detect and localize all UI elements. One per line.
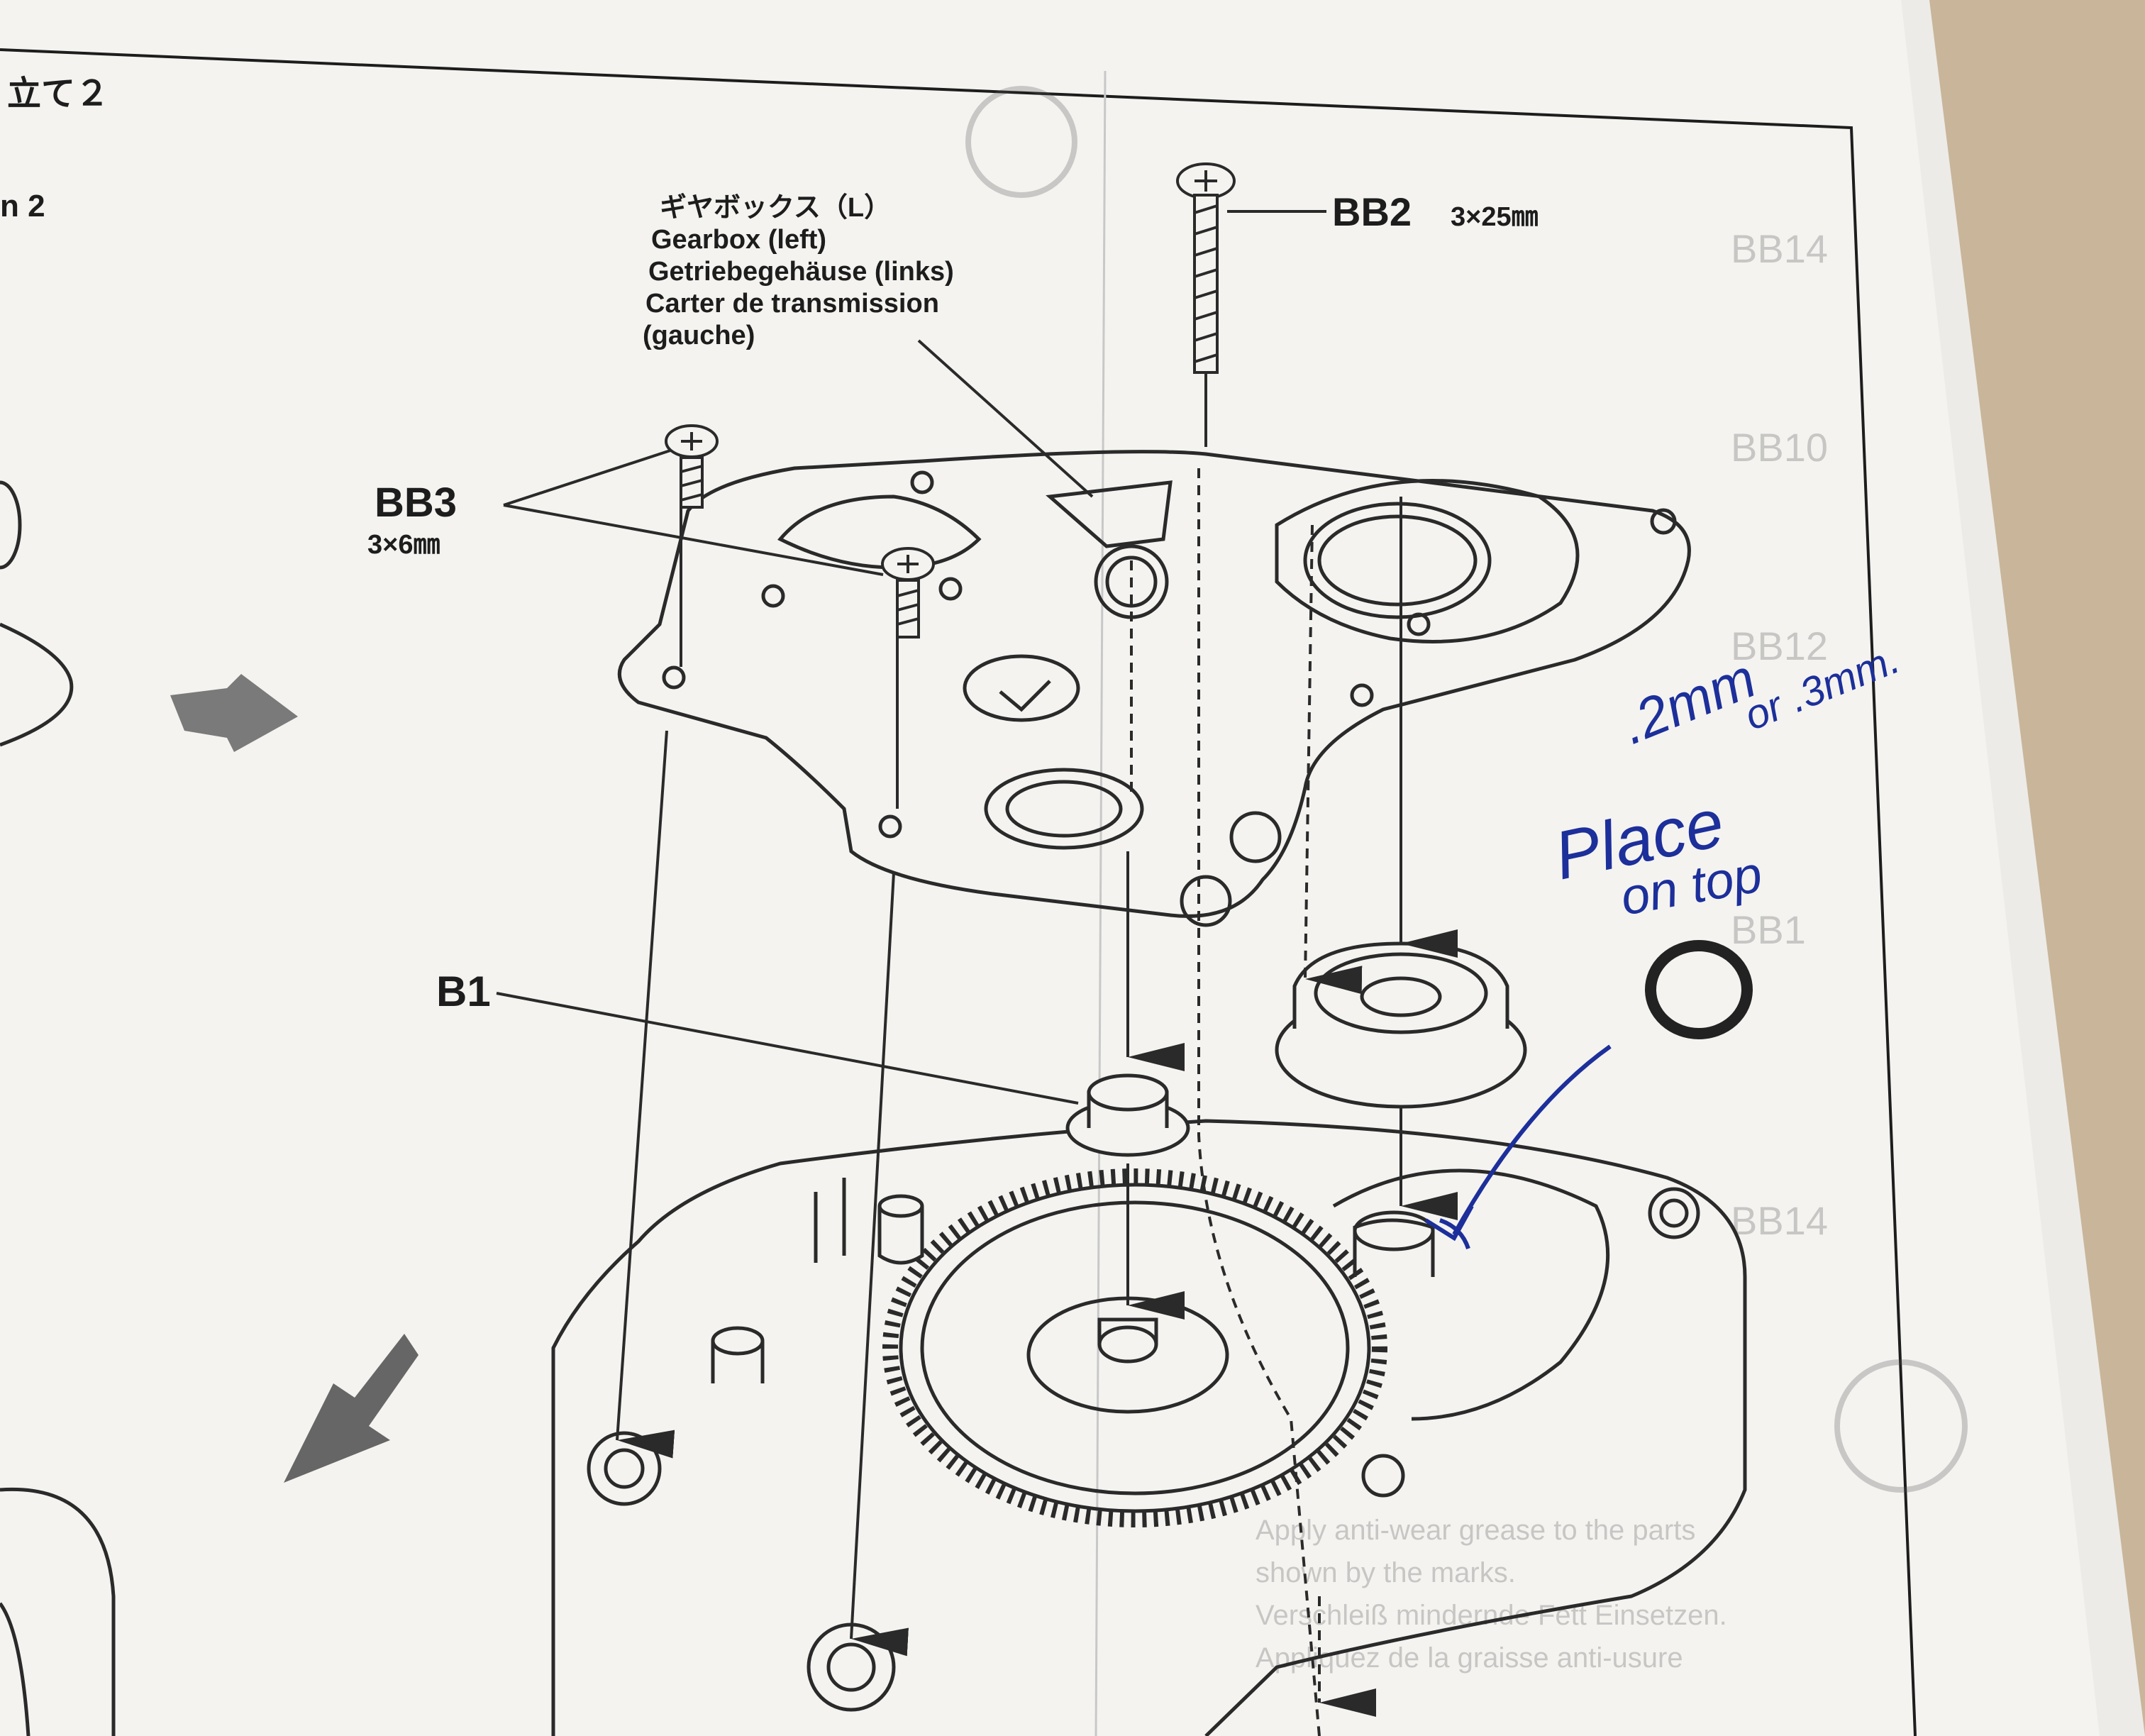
bg-text-line-1: Apply anti-wear grease to the parts — [1256, 1515, 1695, 1546]
leader-bb3-a — [503, 449, 671, 507]
direction-arrow-right — [170, 674, 298, 752]
gearbox-label-jp: ギヤボックス（L） — [660, 193, 891, 223]
b1-bearing — [1065, 1073, 1190, 1157]
gearbox-plate — [617, 450, 1691, 927]
bb3-size: 3×6㎜ — [367, 530, 440, 560]
page-frame — [0, 48, 1917, 1736]
header-title-fragment: 立て２ — [7, 75, 109, 113]
gearbox-label-fr: Carter de transmission — [645, 289, 939, 319]
arrow-side-dashed — [1304, 524, 1363, 995]
assembly-lines — [496, 210, 1458, 1736]
bb2-code: BB2 — [1332, 189, 1412, 234]
column-divider — [1094, 70, 1107, 1736]
direction-arrow-down-left — [284, 1334, 419, 1483]
left-cropped-parts — [0, 480, 116, 1736]
arrow-bb3-left — [616, 730, 675, 1459]
header-subtitle-fragment: n 2 — [0, 189, 45, 223]
leader-gearbox — [917, 339, 1094, 498]
shim-washer — [1645, 940, 1753, 1039]
gearbox-label-de: Getriebegehäuse (links) — [648, 257, 954, 287]
leader-bb3-b — [503, 504, 884, 576]
callout-gearbox: ギヤボックス（L） Gearbox (left) Getriebegehäuse… — [643, 193, 954, 350]
bg-text-line-4: Appliquez de la graisse anti-usure — [1256, 1642, 1683, 1674]
bb2-screw — [1176, 162, 1236, 374]
top-flanged-bearing — [1275, 941, 1527, 1109]
bg-text-line-2: shown by the marks. — [1256, 1557, 1516, 1588]
spur-gear-teeth — [882, 1168, 1387, 1527]
arrow-bb3-right — [850, 872, 909, 1657]
gearbox-label-en: Gearbox (left) — [651, 225, 826, 255]
handwritten-arrow — [1424, 1044, 1612, 1250]
gearbox-housing — [551, 1119, 1747, 1736]
background-text-layer: Apply anti-wear grease to the parts show… — [965, 86, 1968, 1674]
bg-step-circle — [965, 86, 1077, 198]
gearbox-label-fr2: (gauche) — [643, 321, 755, 350]
bb3-code: BB3 — [375, 480, 457, 526]
cropped-bearing — [0, 480, 22, 570]
bg-text-line-3: Verschleiß mindernde Fett Einsetzen. — [1256, 1600, 1727, 1631]
bb3-screw-2 — [881, 547, 935, 638]
bg-code-5: BB14 — [1731, 1198, 1828, 1243]
bg-code-1: BB14 — [1731, 226, 1828, 271]
bg-code-2: BB10 — [1731, 425, 1828, 470]
manual-page — [0, 0, 2100, 1736]
bg-code-3: BB12 — [1731, 624, 1828, 668]
leader-b1 — [496, 992, 1079, 1105]
b1-code: B1 — [436, 968, 491, 1015]
bb3-screw-1 — [665, 424, 719, 509]
bg-code-4: BB1 — [1731, 907, 1806, 952]
cropped-motor-part — [0, 1487, 116, 1736]
cropped-gear-edge — [0, 622, 74, 747]
bb2-size: 3×25㎜ — [1451, 202, 1539, 232]
bg-step-circle-2 — [1834, 1359, 1968, 1493]
